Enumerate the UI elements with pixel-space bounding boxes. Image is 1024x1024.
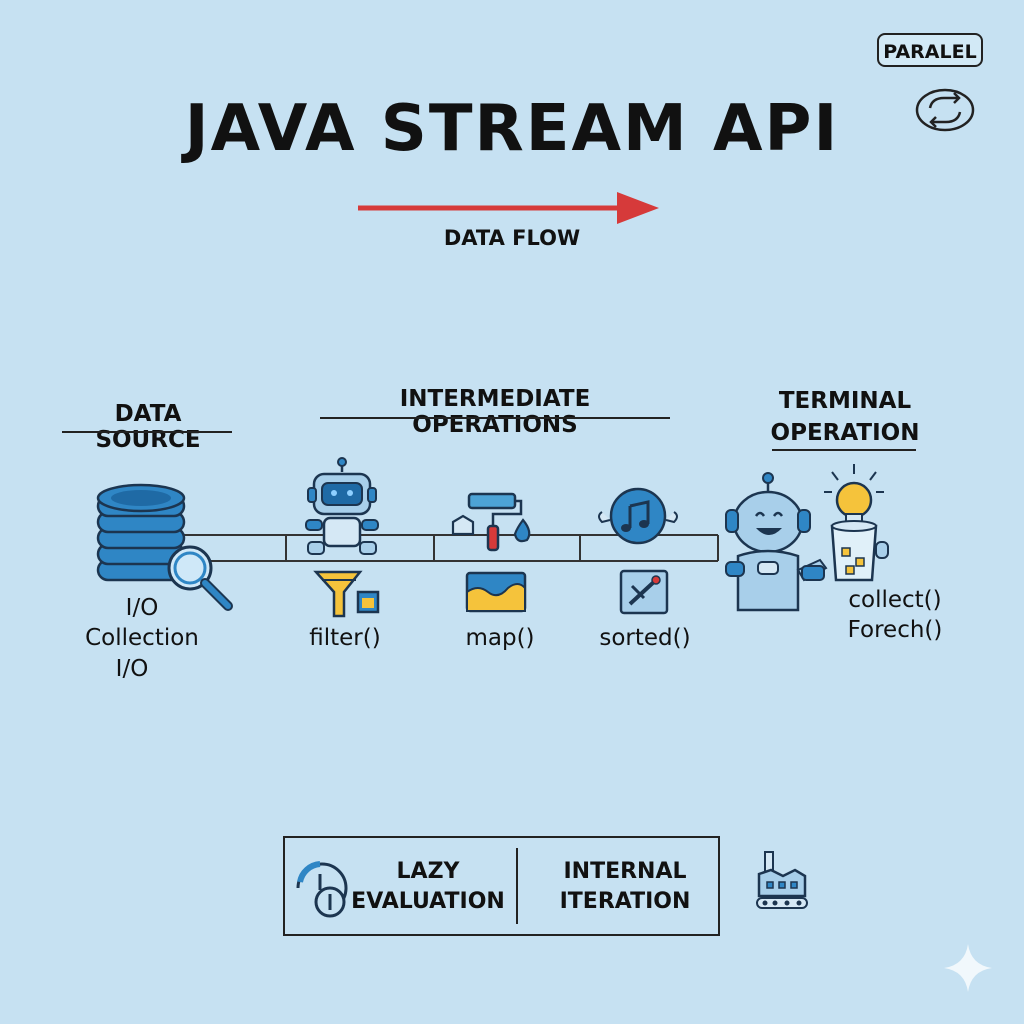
collect-label: collect() xyxy=(848,587,942,613)
magnifier-icon xyxy=(167,545,233,611)
data-flow-arrow xyxy=(358,192,659,224)
sort-tool-icon xyxy=(619,569,669,615)
filter-label: filter() xyxy=(309,625,381,651)
internal-iteration-line2: ITERATION xyxy=(559,889,691,914)
terminal-robot-icon xyxy=(725,472,828,612)
paint-roller-icon xyxy=(451,492,531,552)
source-label-io-1: I/O xyxy=(125,595,159,621)
terminal-underline xyxy=(772,449,916,451)
lazy-evaluation-line2: EVALUATION xyxy=(351,889,505,914)
foreach-label: Forech() xyxy=(847,617,943,643)
map-label: map() xyxy=(465,625,535,651)
sorted-label: sorted() xyxy=(599,625,691,651)
data-flow-label: DATA FLOW xyxy=(443,226,581,250)
parallel-badge: PARALEL xyxy=(877,33,983,67)
sparkle-icon xyxy=(944,944,992,992)
parallel-swap-icon xyxy=(915,88,975,132)
data-source-heading: DATA SOURCE xyxy=(95,401,201,453)
intermediate-operations-heading: INTERMEDIATE OPERATIONS xyxy=(399,386,591,438)
factory-icon xyxy=(756,851,808,909)
page-title: JAVA STREAM API xyxy=(184,92,840,166)
database-icon xyxy=(96,483,186,582)
terminal-heading-line1: TERMINAL xyxy=(778,388,912,414)
filter-robot-icon xyxy=(305,457,379,555)
map-card-icon xyxy=(465,571,527,613)
intermediate-underline xyxy=(320,417,670,419)
features-box xyxy=(283,836,720,936)
funnel-icon xyxy=(313,570,380,618)
clock-timer-icon xyxy=(296,861,348,918)
source-label-io-2: I/O xyxy=(115,656,149,682)
lightbulb-jar-icon xyxy=(824,464,889,582)
data-source-underline xyxy=(62,431,232,433)
internal-iteration-line1: INTERNAL xyxy=(563,859,687,884)
music-note-icon xyxy=(598,487,678,545)
box-divider xyxy=(516,848,518,924)
lazy-evaluation-line1: LAZY xyxy=(396,859,460,884)
source-label-collection: Collection xyxy=(85,625,199,651)
terminal-heading-line2: OPERATION xyxy=(770,420,920,446)
